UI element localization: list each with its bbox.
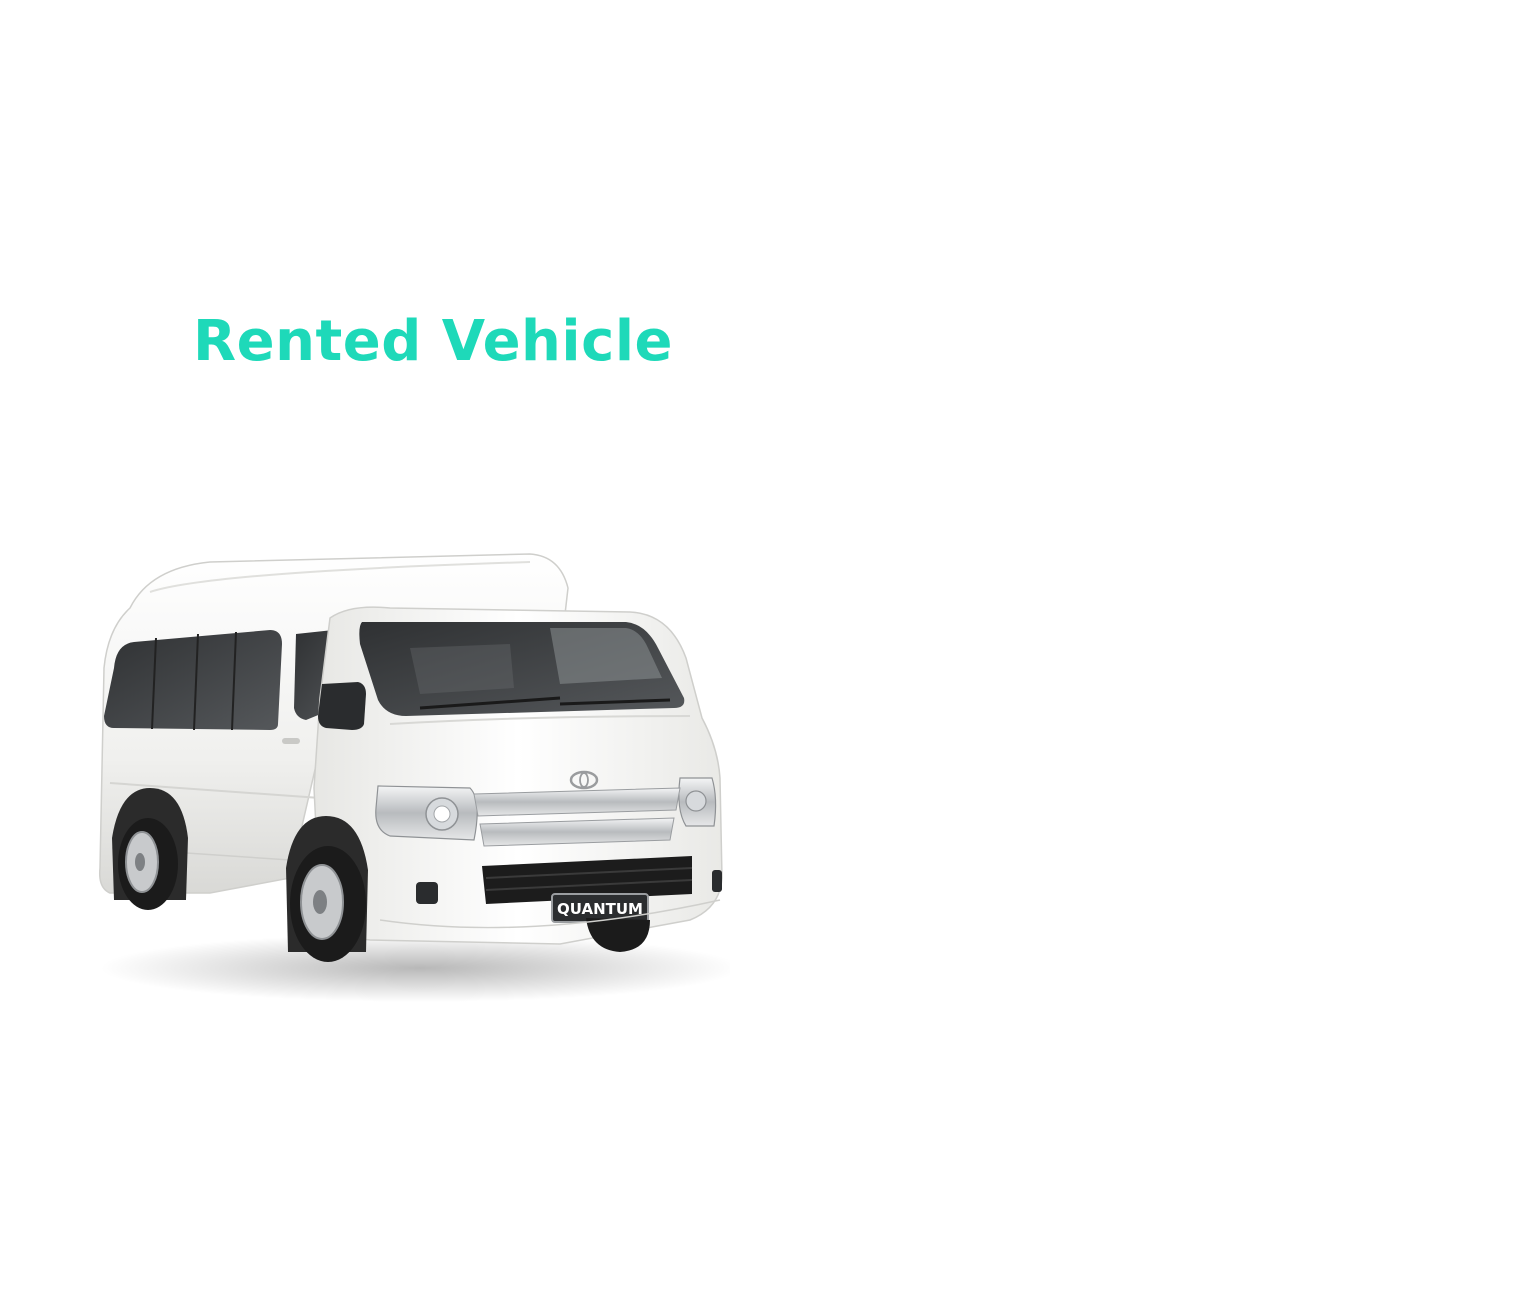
brand-emblem-icon (569, 770, 599, 790)
vehicle-image: QUANTUM (98, 553, 730, 1002)
side-window (104, 630, 282, 730)
door-handle (282, 738, 300, 744)
side-mirror-icon (318, 682, 366, 730)
air-intake (482, 856, 692, 904)
page-title: Rented Vehicle (193, 309, 673, 374)
badge-text: QUANTUM (557, 900, 643, 918)
grille-chrome (473, 787, 681, 817)
fog-light-icon (416, 882, 438, 904)
fog-light-icon (712, 870, 722, 892)
ground-shadow (100, 934, 730, 1002)
